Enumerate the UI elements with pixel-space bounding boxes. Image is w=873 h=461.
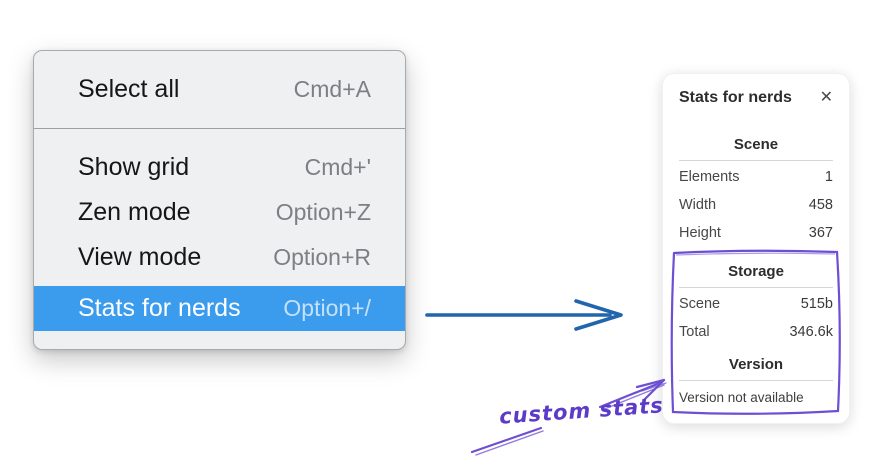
- stat-label: Total: [679, 324, 710, 340]
- scene-section: Scene Elements 1 Width 458 Height 367: [679, 136, 833, 247]
- stat-row-height: Height 367: [679, 219, 833, 247]
- menu-item-label: Stats for nerds: [78, 294, 241, 322]
- stat-value: 1: [824, 169, 833, 185]
- close-icon[interactable]: ✕: [819, 89, 833, 106]
- menu-item-shortcut: Option+Z: [275, 199, 371, 225]
- menu-item-shortcut: Cmd+A: [293, 76, 371, 102]
- stat-row-total-storage: Total 346.6k: [679, 318, 833, 346]
- version-section-header: Version: [728, 356, 784, 373]
- stat-label: Scene: [679, 296, 721, 312]
- annotation-arrow-icon: [470, 378, 667, 456]
- menu-item-show-grid[interactable]: Show grid Cmd+': [34, 145, 405, 190]
- stat-row-width: Width 458: [679, 191, 833, 219]
- menu-item-label: Zen mode: [78, 198, 191, 226]
- stat-row-elements: Elements 1: [679, 163, 833, 191]
- storage-section-header: Storage: [728, 263, 784, 280]
- menu-separator: [34, 128, 405, 129]
- menu-item-label: Show grid: [78, 153, 190, 181]
- scene-section-header: Scene: [733, 136, 779, 153]
- menu-item-select-all[interactable]: Select all Cmd+A: [34, 51, 405, 128]
- stat-value: 346.6k: [789, 324, 833, 340]
- menu-item-view-mode[interactable]: View mode Option+R: [34, 235, 405, 280]
- stat-value: 458: [808, 197, 833, 213]
- stat-label: Elements: [679, 169, 740, 185]
- stat-value: 367: [808, 225, 833, 241]
- panel-title: Stats for nerds: [679, 89, 792, 106]
- menu-item-stats-for-nerds[interactable]: Stats for nerds Option+/: [34, 286, 405, 331]
- menu-item-label: Select all: [78, 75, 180, 103]
- panel-header: Stats for nerds ✕: [679, 88, 833, 108]
- divider: [679, 380, 833, 381]
- divider: [679, 287, 833, 288]
- menu-group: Show grid Cmd+' Zen mode Option+Z View m…: [34, 129, 405, 331]
- divider: [679, 160, 833, 161]
- menu-item-label: View mode: [78, 243, 202, 271]
- version-note: Version not available: [679, 389, 804, 405]
- menu-item-shortcut: Option+/: [283, 295, 371, 321]
- storage-section: Storage Scene 515b Total 346.6k: [679, 263, 833, 346]
- menu-item-zen-mode[interactable]: Zen mode Option+Z: [34, 190, 405, 235]
- stat-row-scene-storage: Scene 515b: [679, 290, 833, 318]
- stat-value: 515b: [800, 296, 833, 312]
- version-section: Version Version not available: [679, 356, 833, 411]
- menu-item-shortcut: Option+R: [273, 244, 371, 270]
- stat-label: Height: [679, 225, 721, 241]
- stat-label: Width: [679, 197, 717, 213]
- context-menu: Select all Cmd+A Show grid Cmd+' Zen mod…: [33, 50, 406, 350]
- menu-item-shortcut: Cmd+': [304, 154, 371, 180]
- flow-arrow-icon: [425, 299, 623, 331]
- stats-for-nerds-panel: Stats for nerds ✕ Scene Elements 1 Width…: [662, 73, 850, 424]
